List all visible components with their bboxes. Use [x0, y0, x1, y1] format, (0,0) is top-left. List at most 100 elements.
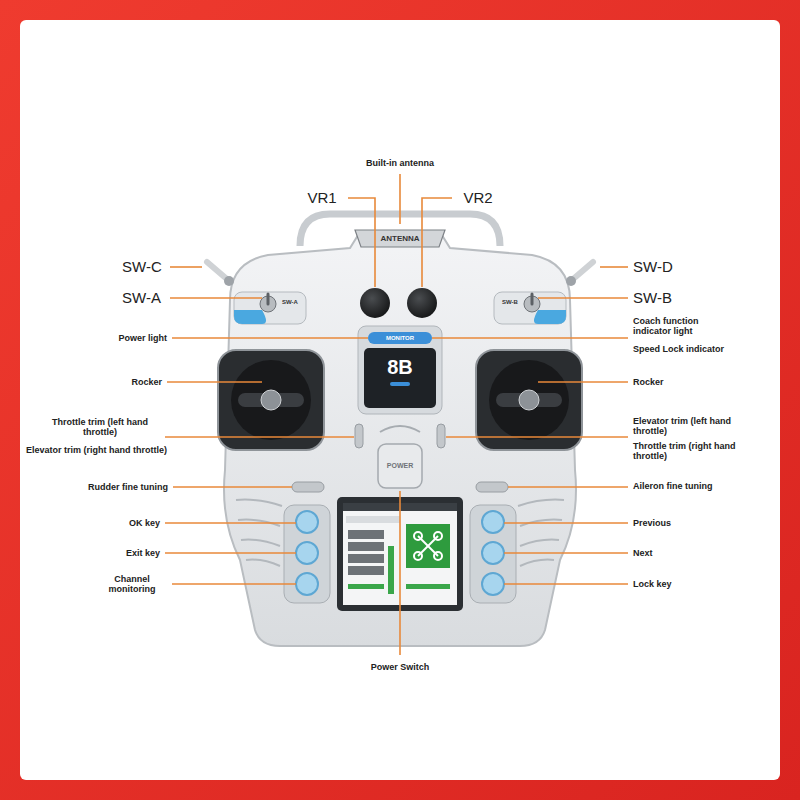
button-panels — [482, 511, 504, 533]
callout-label: Rocker — [131, 377, 162, 387]
leader-lines — [165, 174, 628, 655]
power-button — [378, 444, 422, 488]
callout-label: Exit key — [126, 548, 160, 558]
lcd-screen — [414, 552, 422, 560]
leader-lines — [600, 266, 628, 268]
lcd-screen — [348, 542, 384, 551]
device-marking: SW-B — [502, 299, 518, 306]
trim-switches — [476, 482, 508, 492]
gimbals — [218, 350, 582, 450]
button-panels — [482, 573, 504, 595]
trim-switches — [355, 424, 363, 448]
leader-lines — [538, 381, 628, 383]
button-panels — [284, 505, 330, 603]
gimbals — [261, 390, 281, 410]
frame — [20, 20, 780, 780]
callout-label: Aileron fine tuning — [633, 481, 717, 491]
callout-label: SW-B — [633, 289, 672, 306]
grille — [236, 500, 282, 506]
button-panels — [296, 573, 318, 595]
device-marking: 8B — [387, 356, 413, 379]
callout-label: Speed Lock indicator — [633, 344, 724, 354]
device-marking: ANTENNA — [380, 234, 419, 243]
trim-switches — [380, 426, 420, 432]
device-marking: SW-A — [282, 299, 298, 306]
gimbals — [218, 350, 324, 450]
callout-label: VR1 — [307, 189, 336, 206]
leader-lines — [170, 266, 202, 268]
button-panels — [296, 511, 318, 533]
monitor-panel — [358, 326, 442, 414]
leader-lines — [348, 198, 375, 287]
toggle-switches — [224, 276, 234, 286]
callout-label: Throttle trim (right hand throttle) — [633, 441, 763, 462]
lcd-screen — [348, 566, 384, 575]
callout-label: SW-A — [122, 289, 161, 306]
callout-label: Built-in antenna — [366, 158, 434, 168]
monitor-panel — [368, 332, 432, 344]
grille — [520, 540, 559, 546]
lcd-screen — [414, 532, 442, 560]
callout-label: Power Switch — [371, 662, 430, 672]
gimbals — [231, 360, 311, 440]
leader-lines — [167, 381, 262, 383]
switch-tabs — [531, 294, 534, 304]
callout-label: Elevator trim (left hand throttle) — [633, 416, 763, 437]
lcd-screen — [406, 584, 450, 589]
monitor-panel — [364, 348, 436, 408]
switch-tabs — [234, 292, 306, 324]
button-panels — [482, 542, 504, 564]
leader-lines — [165, 436, 354, 438]
leader-lines — [165, 522, 296, 524]
toggle-switches — [207, 262, 593, 286]
leader-lines — [172, 583, 296, 585]
switch-tabs — [534, 310, 566, 324]
leader-lines — [504, 583, 628, 585]
button-panels — [470, 505, 516, 603]
switch-tabs — [267, 294, 270, 304]
callout-label: Power light — [118, 333, 167, 343]
callout-label: Rudder fine tuning — [88, 482, 168, 492]
leader-lines — [508, 486, 628, 488]
callout-label: Previous — [633, 518, 671, 528]
callout-label: OK key — [129, 518, 160, 528]
leader-lines — [504, 522, 628, 524]
callout-label: Rocker — [633, 377, 664, 387]
device-marking: MONITOR — [386, 335, 414, 342]
vr-knobs — [407, 288, 437, 318]
leader-lines — [446, 436, 628, 438]
callout-label: SW-C — [122, 258, 162, 275]
monitor-panel — [390, 382, 410, 386]
leader-lines — [504, 552, 628, 554]
toggle-switches — [207, 262, 228, 280]
device-marking: POWER — [387, 462, 413, 470]
callout-label: Channel monitoring — [96, 574, 168, 595]
callout-label: Coach function indicator light — [633, 316, 737, 337]
transmitter-body — [355, 230, 445, 247]
lcd-screen — [406, 524, 450, 568]
monitor-panel — [358, 326, 442, 414]
leader-lines — [170, 297, 262, 299]
callout-label: SW-D — [633, 258, 673, 275]
trim-switches — [292, 424, 508, 492]
leader-lines — [173, 486, 292, 488]
gimbals — [519, 390, 539, 410]
leader-lines — [422, 198, 452, 287]
lcd-screen — [346, 516, 400, 523]
vr-knobs — [360, 288, 437, 318]
power-button — [378, 444, 422, 488]
lcd-screen — [414, 532, 422, 540]
lcd-screen — [388, 546, 394, 594]
grille — [520, 560, 554, 566]
switch-tabs — [234, 310, 266, 324]
grille — [241, 540, 280, 546]
lcd-screen — [348, 530, 384, 539]
vr-knobs — [360, 288, 390, 318]
callout-label: Next — [633, 548, 653, 558]
gimbals — [476, 350, 582, 450]
gimbals — [489, 360, 569, 440]
